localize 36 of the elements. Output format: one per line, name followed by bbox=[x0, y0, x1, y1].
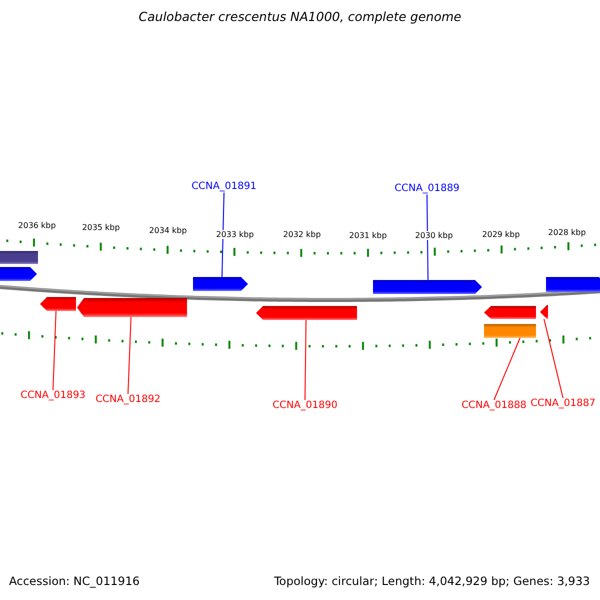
gene-feature bbox=[373, 280, 482, 294]
scale-label: 2028 kbp bbox=[548, 228, 586, 238]
scale-label: 2033 kbp bbox=[216, 230, 254, 240]
leader-line bbox=[304, 320, 306, 400]
scale-label: 2034 kbp bbox=[149, 226, 187, 236]
gene-feature bbox=[193, 277, 248, 291]
footer-text: Accession: NC_011916 bbox=[9, 575, 140, 588]
gene-label: CCNA_01892 bbox=[95, 394, 161, 406]
gene-feature bbox=[484, 306, 536, 319]
scale-label: 2035 kbp bbox=[82, 223, 120, 232]
gene-feature bbox=[0, 267, 37, 281]
gene-label: CCNA_01891 bbox=[191, 181, 257, 192]
gene-label: CCNA_01888 bbox=[461, 400, 527, 412]
gene-label: CCNA_01890 bbox=[272, 400, 338, 412]
gene-label: CCNA_01887 bbox=[530, 398, 596, 410]
gene-feature bbox=[540, 305, 548, 319]
gene-feature bbox=[256, 306, 357, 320]
scale-label: 2030 kbp bbox=[415, 231, 453, 240]
leader-line bbox=[426, 194, 428, 280]
gene-bar bbox=[484, 324, 536, 338]
gene-label: CCNA_01889 bbox=[394, 183, 460, 194]
scale-label: 2032 kbp bbox=[283, 230, 321, 240]
scale-label: 2029 kbp bbox=[482, 230, 520, 240]
leader-line bbox=[222, 192, 224, 278]
scale-label: 2031 kbp bbox=[349, 231, 387, 240]
title: Caulobacter crescentus NA1000, complete genome bbox=[138, 10, 462, 24]
leader-line bbox=[52, 310, 56, 390]
leader-line bbox=[494, 338, 520, 400]
gene-feature bbox=[40, 297, 76, 311]
leader-line bbox=[128, 316, 132, 394]
leader-line bbox=[544, 318, 564, 398]
footer-text: Topology: circular; Length: 4,042,929 bp; Genes: 3,933 bbox=[274, 575, 590, 588]
gene-label: CCNA_01893 bbox=[20, 390, 86, 402]
gene-bar bbox=[0, 251, 38, 264]
scale-label: 2036 kbp bbox=[18, 221, 56, 230]
gene-feature bbox=[546, 277, 600, 292]
